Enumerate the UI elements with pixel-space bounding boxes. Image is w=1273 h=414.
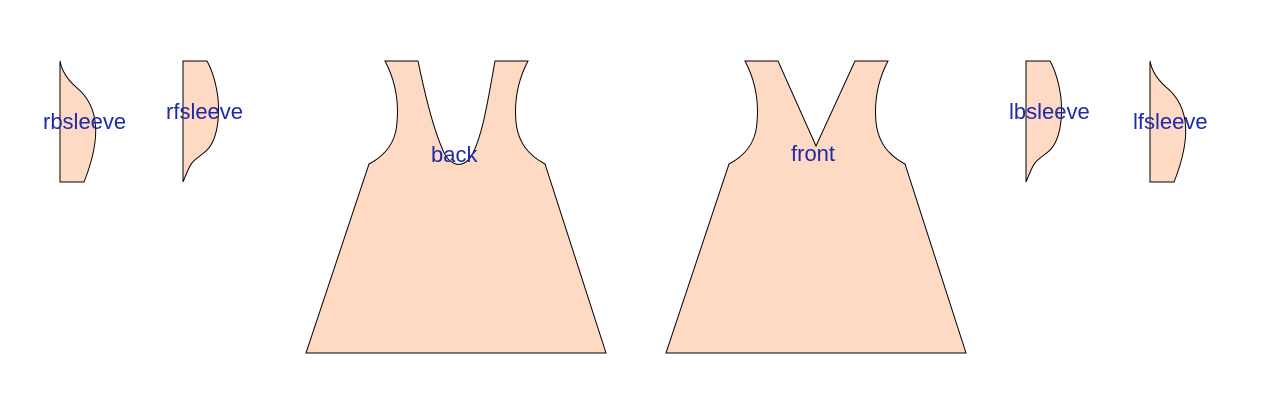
front-piece: front	[665, 60, 967, 354]
front-shape	[665, 60, 967, 354]
back-shape	[305, 60, 607, 354]
rbsleeve-piece: rbsleeve	[43, 60, 126, 183]
lfsleeve-shape	[1149, 60, 1187, 183]
back-label: back	[431, 142, 478, 167]
lfsleeve-piece: lfsleeve	[1133, 60, 1208, 183]
rfsleeve-label: rfsleeve	[166, 99, 243, 124]
lbsleeve-shape	[1025, 60, 1062, 183]
lfsleeve-label: lfsleeve	[1133, 109, 1208, 134]
rfsleeve-piece: rfsleeve	[166, 60, 243, 183]
front-label: front	[791, 141, 835, 166]
rfsleeve-shape	[182, 60, 219, 183]
rbsleeve-shape	[59, 60, 97, 183]
lbsleeve-label: lbsleeve	[1009, 99, 1090, 124]
rbsleeve-label: rbsleeve	[43, 109, 126, 134]
back-piece: back	[305, 60, 607, 354]
lbsleeve-piece: lbsleeve	[1009, 60, 1090, 183]
